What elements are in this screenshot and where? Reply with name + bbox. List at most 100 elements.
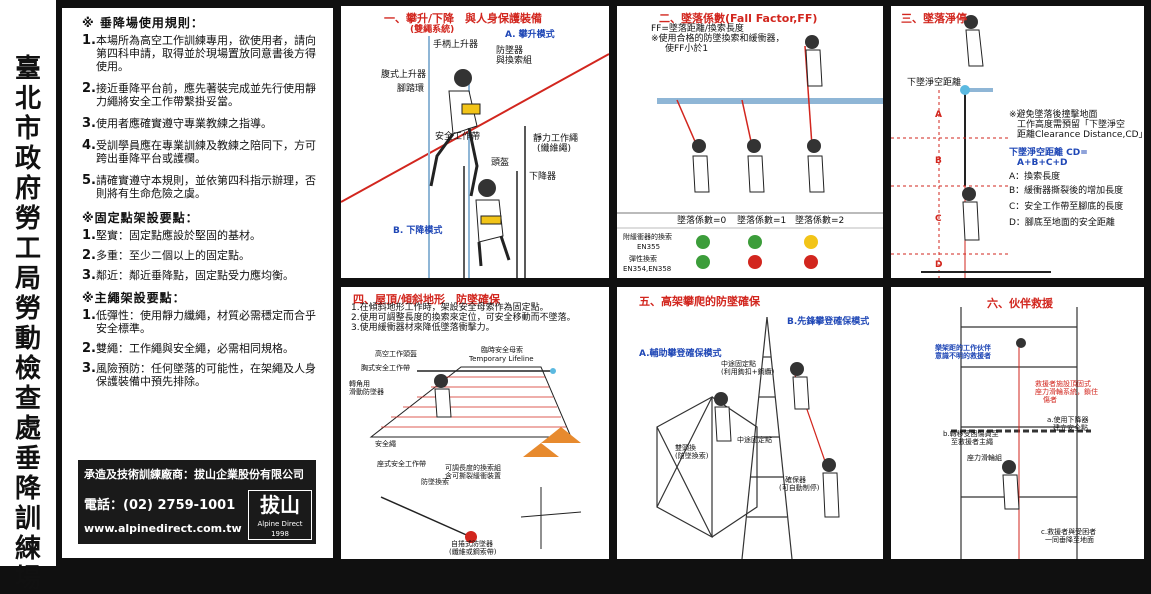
rule-item-number: 4. <box>82 138 96 153</box>
injured-label: 傷者 <box>1043 396 1057 404</box>
descend-mode-label: B. 下降模式 <box>393 226 443 236</box>
chest-ascender-label: 腹式上升器 <box>381 70 427 80</box>
ff-note-2: 使FF小於1 <box>665 44 709 54</box>
legend-d: D：腳底至地面的安全距離 <box>1009 218 1115 228</box>
fall-arrester-label: 防墜器 <box>496 46 524 56</box>
logo-text: 拔山 <box>260 493 300 517</box>
pulley-set-label: 座力滑輪組 <box>967 454 1002 462</box>
rules-heading: ※ 垂降場使用規則： <box>82 16 204 30</box>
seat-harness-label: 座式安全工作帶 <box>377 460 426 468</box>
double-lanyard-sub-label: (防墜換索) <box>675 452 709 460</box>
rule-item: 1.本場所為高空工作訓練專用，欲使用者，請向第四科申請，取得並於現場置放同意書後… <box>82 34 325 73</box>
cd-formula-label: 下墜淨空距離 CD= <box>1009 148 1088 158</box>
aid-climb-label: A.輔助攀登確保模式 <box>639 349 722 359</box>
chest-harness-label: 胸式安全工作帶 <box>361 364 410 372</box>
panel6-title: 六、伙伴救援 <box>987 297 1053 310</box>
rule-item-text: 使用者應確實遵守專業教練之指導。 <box>96 117 272 130</box>
static-rope-label: 靜力工作繩 <box>533 134 579 144</box>
rule-item: 2.接近垂降平台前，應先著裝完成並先行使用靜力繩將安全工作帶繫掛妥當。 <box>82 82 325 108</box>
belay-device-sub-label: (可自動制停) <box>779 484 820 492</box>
panel-ascend-descend: 一、攀升/下降 與人身保護裝備 (雙繩系統) A. 攀升模式 B. 下降模式 手… <box>341 6 609 278</box>
step-c-label: c.救援者與受困者 <box>1041 528 1097 536</box>
belay-device-label: 確保器 <box>785 476 806 484</box>
rope-rule-item-number: 3. <box>82 361 96 376</box>
anchor-rule-item-text: 鄰近：鄰近垂降點，固定點受力應均衡。 <box>96 269 294 282</box>
anchor-heading: ※固定點架設要點： <box>82 211 199 225</box>
fall-lanyard-label: 防墜換索 <box>421 478 449 486</box>
rule-item-text: 接近垂降平台前，應先著裝完成並先行使用靜力繩將安全工作帶繫掛妥當。 <box>96 82 316 108</box>
static-rope-sub-label: (纖維繩) <box>537 144 572 154</box>
helmet-label: 高空工作頭盔 <box>375 350 417 358</box>
panel-fall-clearance: 三、墜落淨停 下墜淨空距離 A B C D ※避免墜落後撞擊地面 工作高度需預留… <box>891 6 1148 278</box>
ff-formula: FF=墜落距離/換索長度 <box>651 24 744 34</box>
panel1-subtitle: (雙繩系統) <box>410 25 455 35</box>
absorber-label: 含可撕裂緩衝裝置 <box>445 472 501 480</box>
legend-a: A：換索長度 <box>1009 172 1061 182</box>
step-a-label: a.使用下降器 <box>1047 416 1089 424</box>
elastic-lanyard-label: 彈性換索 <box>629 255 657 263</box>
clearance-note-3: 距離Clearance Distance,CD」 <box>1017 130 1148 140</box>
temp-lifeline-en-label: Temporary Lifeline <box>469 355 534 363</box>
phone-text: 電話：(02) 2759-1001 <box>84 498 236 513</box>
step-c-sub-label: 一同垂降至地面 <box>1045 536 1094 544</box>
en355-label: EN355 <box>637 243 661 251</box>
company-logo: 拔山 Alpine Direct 1998 <box>248 490 312 540</box>
logo-subtext: Alpine Direct 1998 <box>257 520 303 538</box>
legend-c: C：安全工作帶至腳底的長度 <box>1009 202 1124 212</box>
rule-item-text: 本場所為高空工作訓練專用，欲使用者，請向第四科申請，取得並於現場置放同意書後方得… <box>96 34 316 73</box>
anchor-list: 1.堅實：固定點應設於堅固的基材。2.多重：至少二個以上的固定點。3.鄰近：鄰近… <box>82 229 325 282</box>
ff-note-1: ※使用合格的防墜換索和緩衝器， <box>651 34 785 44</box>
clearance-note-1: ※避免墜落後撞擊地面 <box>1009 110 1098 120</box>
rule-item-number: 1. <box>82 33 96 48</box>
rule-item: 3.使用者應確實遵守專業教練之指導。 <box>82 117 325 130</box>
ff0-label: 墜落係數=0 <box>677 216 727 226</box>
segment-c: C <box>935 214 942 224</box>
rope-rule-item-text: 風險預防：任何墜落的可能性，在架繩及人身保護裝備中預先排除。 <box>96 362 316 388</box>
double-lanyard-label: 雙頭換 <box>675 444 696 452</box>
panel-tower: 五、高架攀爬的防墜確保 B.先鋒攀登確保模式 A.輔助攀登確保模式 中途固定點 … <box>617 287 883 559</box>
panel2-illustration <box>617 35 883 269</box>
roof-note-3: 3.使用緩衝器材來降低墜落衝擊力。 <box>351 323 495 333</box>
anchor-rule-item-number: 2. <box>82 248 96 263</box>
descender-label: 下降器 <box>529 172 557 182</box>
clearance-top-label: 下墜淨空距離 <box>907 78 962 88</box>
mid-anchor-sub-label: (利用鉤扣+鋼纜) <box>721 368 775 376</box>
rope-rule-item-text: 低彈性：使用靜力纖繩，材質必需穩定而合乎安全標準。 <box>96 309 316 335</box>
manufacturer-box: 承造及技術訓練廠商：拔山企業股份有限公司 電話：(02) 2759-1001 w… <box>78 460 316 544</box>
rule-item-text: 受訓學員應在專業訓練及教練之陪同下，方可跨出垂降平台或護欄。 <box>96 139 316 165</box>
website-link[interactable]: www.alpinedirect.com.tw <box>84 522 242 535</box>
shock-lanyard-label: 附緩衝器的換索 <box>623 233 672 241</box>
rule-item-number: 3. <box>82 116 96 131</box>
rope-rule-item: 2.雙繩：工作繩與安全繩，必需相同規格。 <box>82 342 325 355</box>
panel-roof: 四、屋頂/傾斜地形 防墜確保 1.在傾斜地形工作時，架設安全母索作為固定點。 2… <box>341 287 609 559</box>
rule-item: 5.請確實遵守本規則，並依第四科指示辦理，否則將有生命危險之虞。 <box>82 174 325 200</box>
corner-label: 轉角用 <box>349 380 370 388</box>
harness-label: 安全工作帶 <box>435 132 481 142</box>
panel6-illustration <box>951 307 1091 559</box>
anchor-rule-item: 1.堅實：固定點應設於堅固的基材。 <box>82 229 325 242</box>
panel1-title: 一、攀升/下降 與人身保護裝備 <box>384 12 543 25</box>
anchor-rule-item-text: 堅實：固定點應設於堅固的基材。 <box>96 229 261 242</box>
en354-label: EN354,EN358 <box>623 265 672 273</box>
rule-item-number: 2. <box>82 81 96 96</box>
safety-rope-label: 安全繩 <box>375 440 396 448</box>
roof-note-1: 1.在傾斜地形工作時，架設安全母索作為固定點。 <box>351 303 549 313</box>
rope-rule-item: 3.風險預防：任何墜落的可能性，在架繩及人身保護裝備中預先排除。 <box>82 362 325 388</box>
mid-anchor-label: 中途固定點 <box>721 360 756 368</box>
panel4-illustration <box>369 366 582 549</box>
pulley-lock-label: 座力滑輪系統，鎖住 <box>1035 388 1098 396</box>
anchor-rule-item: 2.多重：至少二個以上的固定點。 <box>82 249 325 262</box>
ascend-mode-label: A. 攀升模式 <box>505 30 555 40</box>
manufacturer-text: 承造及技術訓練廠商：拔山企業股份有限公司 <box>84 468 304 481</box>
panel5-title: 五、高架攀爬的防墜確保 <box>639 295 760 308</box>
segment-a: A <box>935 110 942 120</box>
rule-item-text: 請確實遵守本規則，並依第四科指示辦理，否則將有生命危險之虞。 <box>96 174 316 200</box>
step-b-label: b.轉移受困傷員至 <box>943 430 999 438</box>
helmet-label: 頭盔 <box>491 158 510 168</box>
anchor-rule-item-text: 多重：至少二個以上的固定點。 <box>96 249 250 262</box>
rule-item-number: 5. <box>82 173 96 188</box>
temp-lifeline-label: 臨時安全母索 <box>481 346 523 354</box>
panel5-illustration <box>656 316 840 559</box>
ff2-label: 墜落係數=2 <box>795 216 845 226</box>
rope-rule-item: 1.低彈性：使用靜力纖繩，材質必需穩定而合乎安全標準。 <box>82 309 325 335</box>
